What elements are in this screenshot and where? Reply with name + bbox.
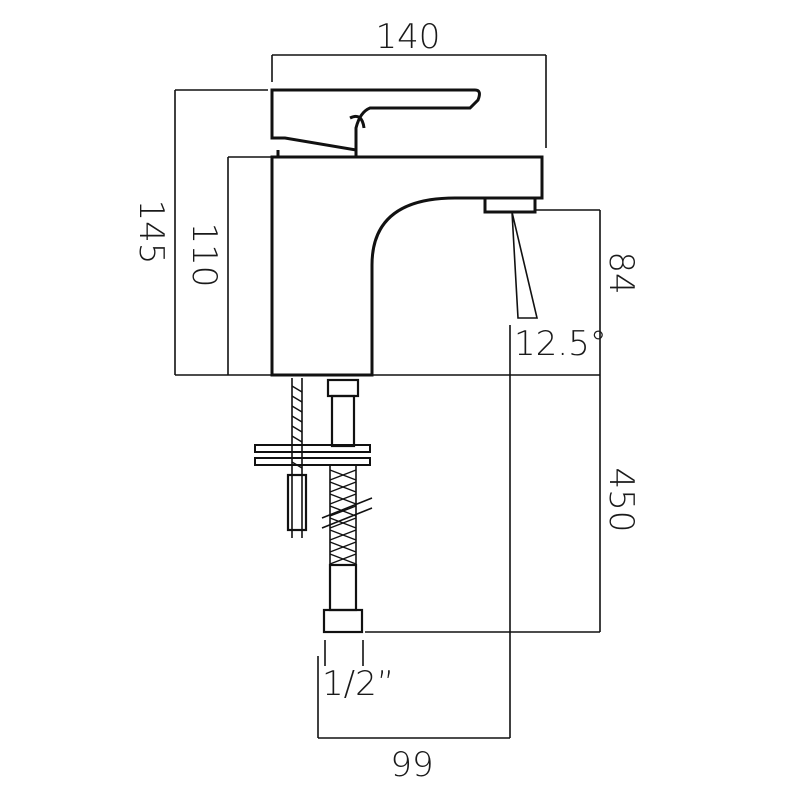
spout-height-label: 110 <box>184 223 224 288</box>
connector-size-label: 1/2” <box>322 664 394 704</box>
spout-clearance-label: 84 <box>601 251 641 294</box>
width-label: 140 <box>376 17 441 57</box>
tail-offset-label: 99 <box>390 745 433 785</box>
total-height-label: 145 <box>131 200 171 265</box>
hose-length-label: 450 <box>601 468 641 533</box>
lever-handle <box>270 88 481 152</box>
dimension-lines <box>174 54 601 739</box>
tap-body <box>270 88 544 377</box>
spray-angle-label: 12.5° <box>514 324 607 364</box>
flexible-hose <box>322 378 364 634</box>
spout-body <box>270 155 544 377</box>
